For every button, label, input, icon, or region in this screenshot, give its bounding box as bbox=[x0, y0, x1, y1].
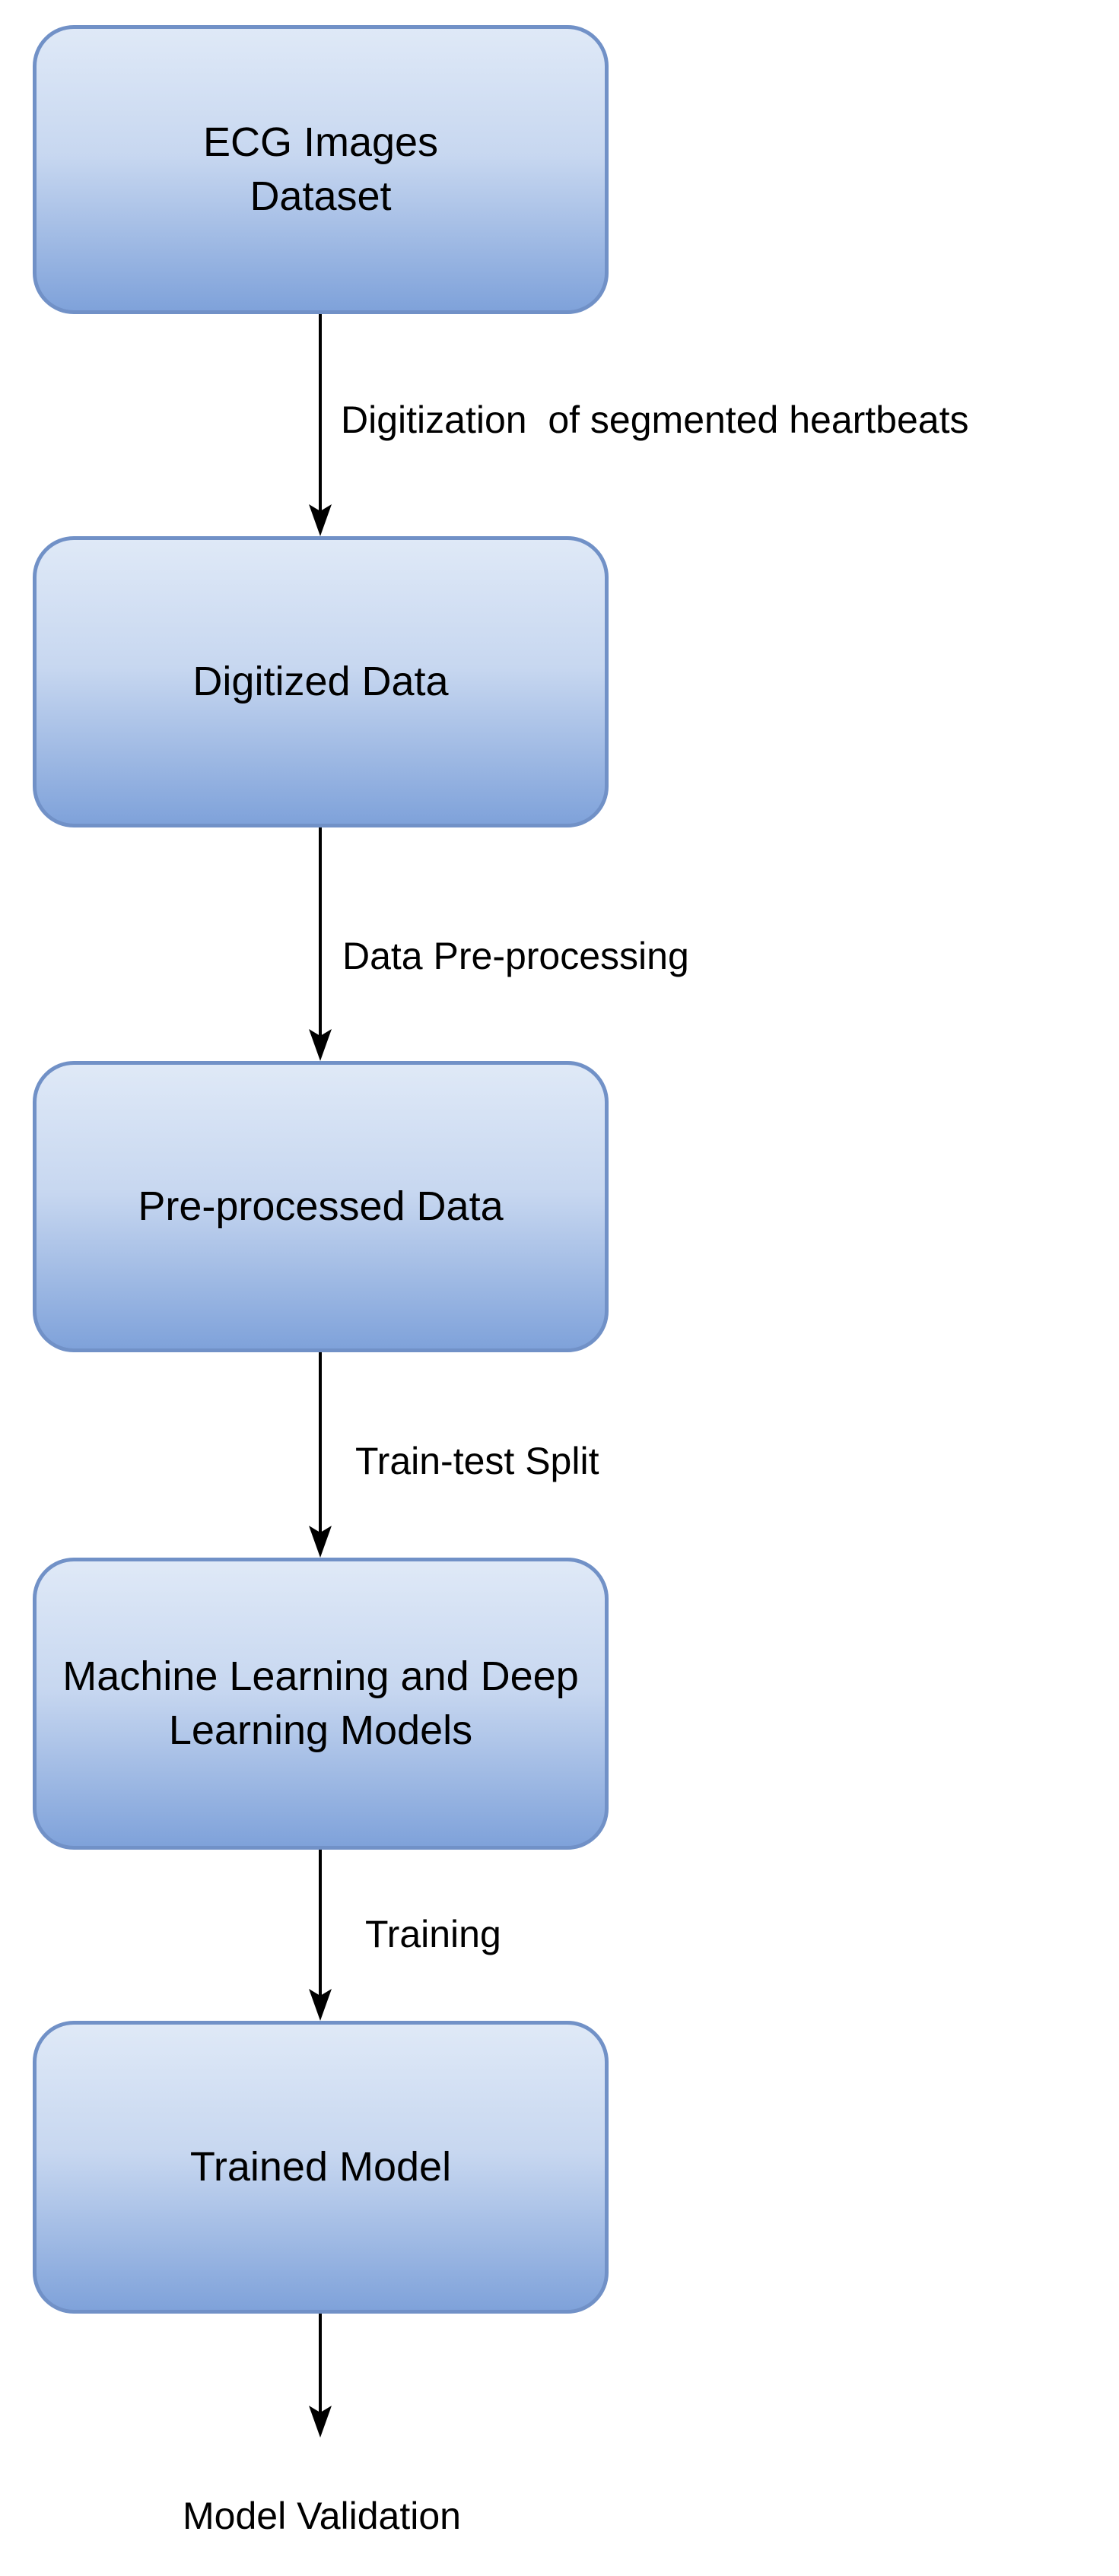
edge-label-train-test-split: Train-test Split bbox=[355, 1440, 599, 1482]
arrow-line bbox=[319, 2314, 322, 2413]
arrow-model-validation bbox=[309, 2314, 332, 2438]
edge-label-digitization: Digitization of segmented heartbeats bbox=[341, 399, 969, 441]
node-ecg-images-dataset: ECG Images Dataset bbox=[33, 25, 609, 314]
arrow-line bbox=[319, 827, 322, 1037]
node-label: Pre-processed Data bbox=[138, 1183, 504, 1229]
node-ml-dl-models: Machine Learning and Deep Learning Model… bbox=[33, 1558, 609, 1850]
edge-label-model-validation: Model Validation bbox=[183, 2495, 461, 2537]
node-label: Machine Learning and Deep Learning Model… bbox=[62, 1653, 579, 1753]
arrow-data-pre-processing bbox=[309, 827, 332, 1061]
node-pre-processed-data: Pre-processed Data bbox=[33, 1061, 609, 1352]
arrowhead-down-icon bbox=[309, 2406, 332, 2438]
edge-label-training: Training bbox=[365, 1913, 501, 1955]
node-label: Trained Model bbox=[189, 2143, 452, 2190]
arrow-digitization bbox=[309, 314, 332, 536]
node-trained-model: Trained Model bbox=[33, 2021, 609, 2314]
arrow-line bbox=[319, 314, 322, 512]
arrow-line bbox=[319, 1850, 322, 1996]
arrowhead-down-icon bbox=[309, 504, 332, 536]
arrow-training bbox=[309, 1850, 332, 2021]
arrow-train-test-split bbox=[309, 1352, 332, 1558]
node-label: ECG Images Dataset bbox=[202, 119, 439, 219]
arrow-line bbox=[319, 1352, 322, 1533]
arrowhead-down-icon bbox=[309, 1029, 332, 1061]
arrowhead-down-icon bbox=[309, 1526, 332, 1558]
arrowhead-down-icon bbox=[309, 1989, 332, 2021]
node-digitized-data: Digitized Data bbox=[33, 536, 609, 827]
edge-label-data-pre-processing: Data Pre-processing bbox=[342, 935, 689, 977]
node-label: Digitized Data bbox=[192, 658, 449, 704]
